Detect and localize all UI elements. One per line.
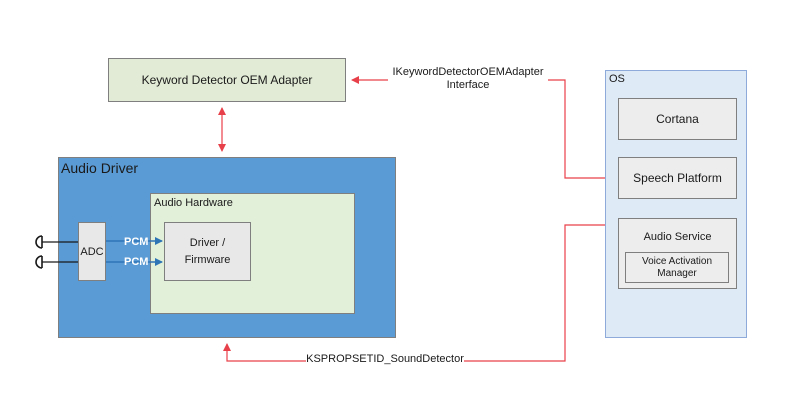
ks-property-label: KSPROPSETID_SoundDetector — [306, 353, 464, 366]
os-title: OS — [609, 73, 625, 85]
driver-firmware-box: Driver / Firmware — [164, 222, 251, 281]
voice-activation-manager-box: Voice Activation Manager — [625, 252, 729, 283]
interface-label-line2: Interface — [446, 79, 490, 91]
firmware-line2: Firmware — [184, 253, 231, 266]
pcm-label-bottom: PCM — [124, 256, 149, 268]
adc-label: ADC — [80, 245, 104, 258]
speech-platform-box: Speech Platform — [618, 157, 737, 199]
pcm-label-top: PCM — [124, 236, 149, 248]
microphone-icon-top — [35, 235, 78, 249]
interface-label-line1: IKeywordDetectorOEMAdapter — [392, 66, 544, 78]
kw-adapter-label: Keyword Detector OEM Adapter — [141, 73, 313, 87]
microphone-icon-bottom — [35, 255, 78, 269]
speech-platform-label: Speech Platform — [633, 171, 722, 185]
audio-hardware-title: Audio Hardware — [154, 197, 233, 209]
adc-box: ADC — [78, 222, 106, 281]
audio-service-label: Audio Service — [643, 231, 712, 243]
audio-driver-title: Audio Driver — [61, 160, 139, 176]
interface-label: IKeywordDetectorOEMAdapter Interface — [388, 66, 548, 92]
vam-line1: Voice Activation — [641, 255, 713, 267]
ks-property-link — [223, 221, 613, 362]
keyword-detector-oem-adapter: Keyword Detector OEM Adapter — [108, 58, 346, 102]
vam-line2: Manager — [657, 267, 697, 279]
cortana-label: Cortana — [656, 112, 699, 126]
cortana-box: Cortana — [618, 98, 737, 140]
firmware-line1: Driver / — [189, 236, 226, 249]
